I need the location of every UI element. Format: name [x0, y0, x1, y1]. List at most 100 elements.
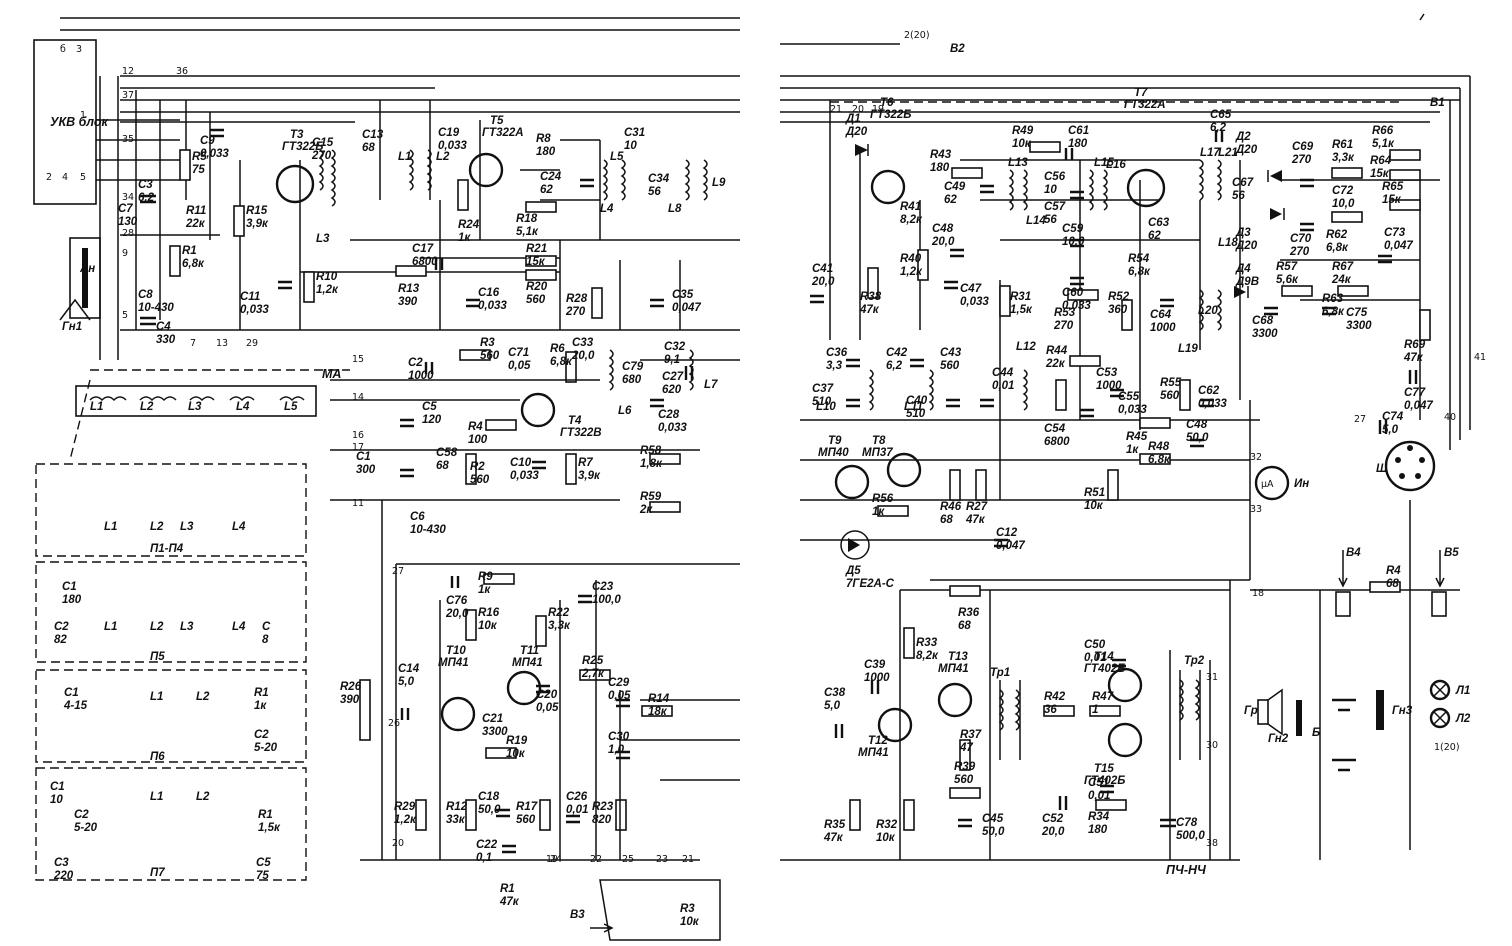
subboard-0-part-2-ref: L3 — [180, 521, 194, 533]
right-node-1: 21 — [830, 104, 842, 115]
left-capacitor-0-value: 0,033 — [200, 148, 229, 160]
left-capacitor-32-value: 0,05 — [608, 690, 631, 702]
right-node-3: 19 — [872, 104, 884, 115]
svg-text:3: 3 — [76, 44, 82, 55]
right-capacitor-12-value: 20,0 — [811, 276, 835, 288]
svg-text:Б: Б — [1312, 727, 1320, 739]
right-capacitor-22-value: 510 — [812, 396, 832, 408]
left-node-19: 19 — [546, 854, 558, 865]
subboard-3-part-6-value: 75 — [256, 870, 269, 882]
left-capacitor-34-ref: C18 — [478, 791, 500, 803]
right-resistor-16-ref: R63 — [1322, 293, 1344, 305]
right-node-9: 18 — [1252, 588, 1264, 599]
left-resistor-1-ref: R11 — [186, 205, 206, 217]
left-capacitor-27-value: 20,0 — [445, 608, 469, 620]
right-resistor-21-ref: R46 — [940, 501, 962, 513]
right-capacitor-2-ref: C69 — [1292, 141, 1314, 153]
right-capacitor-15-value: 0,033 — [1062, 300, 1091, 312]
right-capacitor-31-value: 5,0 — [1382, 424, 1399, 436]
right-capacitor-33-ref: C39 — [864, 659, 886, 671]
left-node-7: 7 — [190, 338, 196, 349]
right-capacitor-27-value: 0,033 — [1118, 404, 1147, 416]
left-resistor-12-value: 560 — [480, 350, 500, 362]
right-resistor-8-ref: R40 — [900, 253, 922, 265]
left-resistor-9-value: 15к — [526, 256, 546, 268]
left-resistor-7-ref: R8 — [536, 133, 551, 145]
right-capacitor-18-ref: C75 — [1346, 307, 1368, 319]
ukv-block: УКВ блок б 3 1 5 2 4 — [33, 39, 108, 205]
left-resistor-10-ref: R20 — [526, 281, 548, 293]
left-resistor-30-ref: R1 — [500, 883, 515, 895]
svg-text:Ин: Ин — [1294, 478, 1309, 490]
left-capacitor-12-ref: C31 — [624, 127, 645, 139]
svg-text:Л2: Л2 — [1455, 713, 1471, 725]
right-capacitor-0-ref: C61 — [1068, 125, 1089, 137]
left-capacitor-29-value: 5,0 — [398, 676, 415, 688]
left-resistor-4-value: 1,2к — [316, 284, 339, 296]
right-diode-4-value: 7ГЕ2А-С — [846, 578, 895, 590]
left-node-25: 25 — [622, 854, 634, 865]
right-coil-l21: L21 — [1218, 147, 1238, 159]
block-label-pch-nch: ПЧ-НЧ — [1166, 863, 1207, 877]
subboard-p1-p4: П1-П4 — [35, 463, 307, 557]
right-capacitor-4-value: 10 — [1044, 184, 1057, 196]
left-capacitor-3-value: 10-430 — [138, 302, 174, 314]
left-resistor-18-ref: R59 — [640, 491, 662, 503]
right-capacitor-34-value: 5,0 — [824, 700, 841, 712]
left-capacitor-4-ref: C4 — [156, 321, 171, 333]
left-resistor-29-ref: R26 — [340, 681, 362, 693]
left-resistor-29-value: 390 — [340, 694, 360, 706]
right-coil-l16: L16 — [1106, 159, 1126, 171]
right-capacitor-35-ref: C50 — [1084, 639, 1106, 651]
left-resistor-3-ref: R15 — [246, 205, 268, 217]
subboard-1-part-5-ref: L4 — [232, 621, 246, 633]
right-resistor-13-ref: R54 — [1128, 253, 1150, 265]
left-transistor-3-type: МП41 — [438, 657, 469, 669]
right-capacitor-8-ref: C72 — [1332, 185, 1354, 197]
left-coil-l1: L1 — [398, 151, 411, 163]
left-capacitor-5-ref: C13 — [362, 129, 384, 141]
left-capacitor-19-value: 68 — [436, 460, 449, 472]
right-resistor-14-ref: R57 — [1276, 261, 1298, 273]
right-resistor-20-value: 560 — [1160, 390, 1180, 402]
right-capacitor-22-ref: C37 — [812, 383, 834, 395]
right-resistor-13-value: 6,8к — [1128, 266, 1151, 278]
left-capacitor-9-value: 6800 — [412, 256, 438, 268]
left-resistor-9-ref: R21 — [526, 243, 547, 255]
right-resistor-5-value: 8,2к — [900, 214, 923, 226]
subboard-2-part-1-ref: L1 — [150, 691, 163, 703]
right-resistor-20-ref: R55 — [1160, 377, 1182, 389]
right-resistor-4-value: 15к — [1370, 168, 1390, 180]
right-capacitor-24-value: 0,01 — [992, 380, 1014, 392]
left-capacitor-14-value: 0,047 — [672, 302, 701, 314]
left-resistor-2-ref: R1 — [182, 245, 197, 257]
right-capacitor-31-ref: C74 — [1382, 411, 1404, 423]
left-resistor-5-ref: R13 — [398, 283, 420, 295]
right-coil-l19: L19 — [1178, 343, 1198, 355]
loop-l1: L1 — [90, 401, 103, 413]
left-capacitor-12-value: 10 — [624, 140, 637, 152]
left-transistor-2-ref: Т4 — [568, 415, 582, 427]
right-node-4: 41 — [1474, 352, 1486, 363]
right-resistor-33-ref: R35 — [824, 819, 846, 831]
right-capacitor-21-ref: C43 — [940, 347, 962, 359]
left-node-12: 12 — [122, 66, 134, 77]
right-node-2: 20 — [852, 104, 864, 115]
right-transistor-0-ref: Т6 — [880, 97, 894, 109]
battery: Б Гн3 — [1312, 690, 1413, 772]
left-resistor-0-value: 75 — [192, 164, 205, 176]
subboard-2-part-4-ref: C2 — [254, 729, 269, 741]
subboard-3-part-0-value: 10 — [50, 794, 63, 806]
right-resistor-11-value: 270 — [1053, 320, 1074, 332]
right-page: μA Ин Ш Гр Гн2 Б Гн3 — [780, 13, 1471, 861]
right-resistor-1-value: 180 — [930, 162, 950, 174]
left-resistor-18-value: 2к — [639, 504, 653, 516]
left-resistor-4-ref: R10 — [316, 271, 338, 283]
left-capacitor-31-value: 0,05 — [536, 702, 559, 714]
right-node-0: 2(20) — [904, 30, 930, 41]
left-capacitor-16-ref: C5 — [422, 401, 437, 413]
left-resistor-13-value: 6,8к — [550, 356, 573, 368]
right-capacitor-25-ref: C53 — [1096, 367, 1118, 379]
right-resistor-1-ref: R43 — [930, 149, 952, 161]
right-coil-l10: L10 — [816, 401, 836, 413]
